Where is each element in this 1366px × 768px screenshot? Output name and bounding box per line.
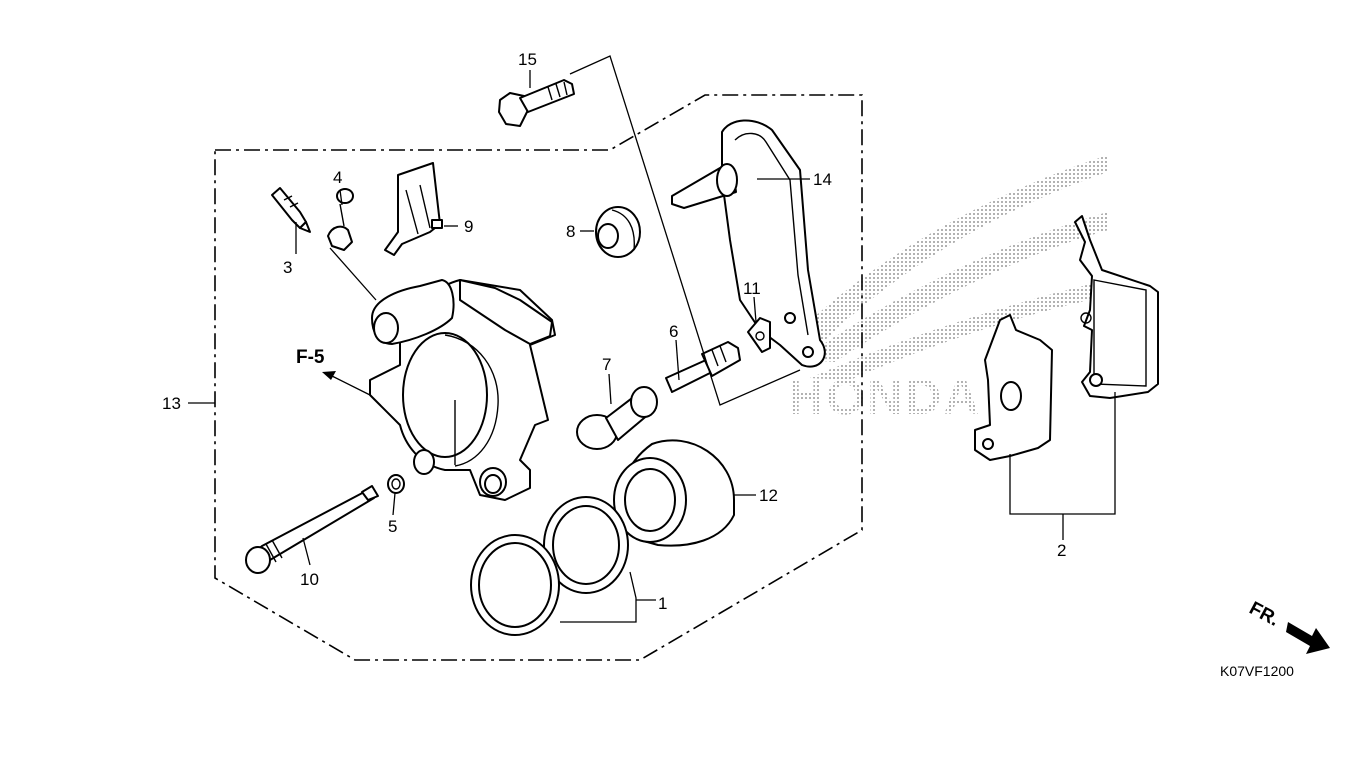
diagram-code: K07VF1200 xyxy=(1220,663,1294,679)
callout-13: 13 xyxy=(162,394,181,413)
pin-bolt-part-6 xyxy=(665,341,741,393)
part-number-labels: 1 2 3 4 5 6 7 8 9 10 11 12 13 14 15 xyxy=(162,50,1066,613)
callout-8: 8 xyxy=(566,222,575,241)
front-arrow-icon xyxy=(1286,622,1330,654)
piston-part-12 xyxy=(613,439,735,547)
front-direction-indicator: FR. xyxy=(1246,598,1330,654)
callout-14: 14 xyxy=(813,170,832,189)
brake-pads-part-2 xyxy=(974,215,1159,461)
reference-label: F-5 xyxy=(296,347,325,368)
caliper-body xyxy=(369,279,556,501)
piston-seals-part-1 xyxy=(470,496,629,636)
washer-part-5 xyxy=(387,474,405,494)
callout-10: 10 xyxy=(300,570,319,589)
callout-4: 4 xyxy=(333,168,342,187)
callout-6: 6 xyxy=(669,322,678,341)
callout-15: 15 xyxy=(518,50,537,69)
honda-watermark-text: HONDA xyxy=(788,369,981,425)
pin-boot-part-8 xyxy=(595,206,641,258)
callout-9: 9 xyxy=(464,217,473,236)
honda-wing-watermark: HONDA xyxy=(788,155,1108,425)
sleeve-bolt-part-7 xyxy=(576,386,658,450)
leader-lines xyxy=(188,55,1116,623)
caliper-pin-part-10 xyxy=(245,485,379,574)
caliper-bracket-part-14 xyxy=(671,119,826,368)
front-label: FR. xyxy=(1246,598,1283,631)
callout-3: 3 xyxy=(283,258,292,277)
retainer-clip-part-11 xyxy=(747,317,771,353)
assembly-outline xyxy=(214,94,863,661)
callout-2: 2 xyxy=(1057,541,1066,560)
bleeder-valve-part-3 xyxy=(271,187,311,233)
callout-12: 12 xyxy=(759,486,778,505)
flange-bolt-part-15 xyxy=(498,79,575,127)
callout-11: 11 xyxy=(743,279,761,298)
callout-1: 1 xyxy=(658,594,667,613)
pad-spring-part-9 xyxy=(384,162,443,256)
callout-7: 7 xyxy=(602,355,611,374)
callout-5: 5 xyxy=(388,517,397,536)
